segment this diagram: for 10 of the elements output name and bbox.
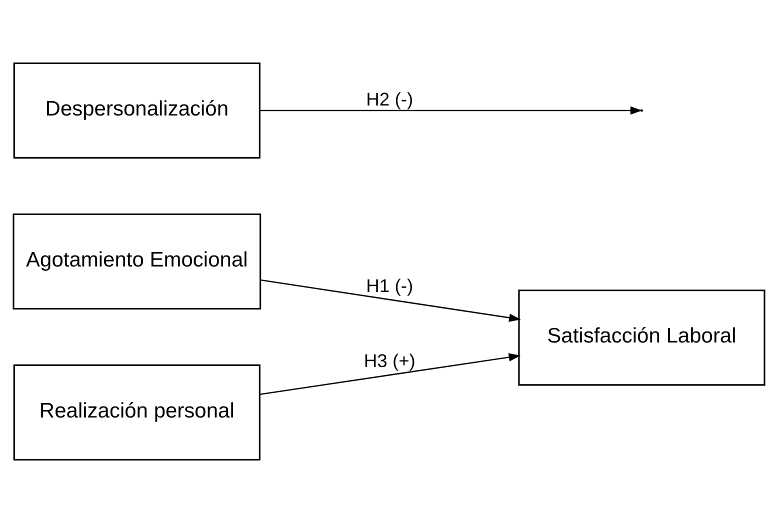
node-box: Satisfacción Laboral [518, 289, 766, 386]
edge-label: H1 (-) [366, 274, 414, 296]
arrow [260, 352, 521, 395]
edge-label: H2 (-) [366, 88, 414, 110]
node-box: Realización personal [13, 364, 260, 460]
arrow [260, 278, 521, 322]
node-box: Despersonalización [13, 62, 260, 158]
edge-label: H3 (+) [364, 349, 416, 370]
node-box: Agotamiento Emocional [12, 212, 262, 310]
arrow [260, 106, 642, 114]
